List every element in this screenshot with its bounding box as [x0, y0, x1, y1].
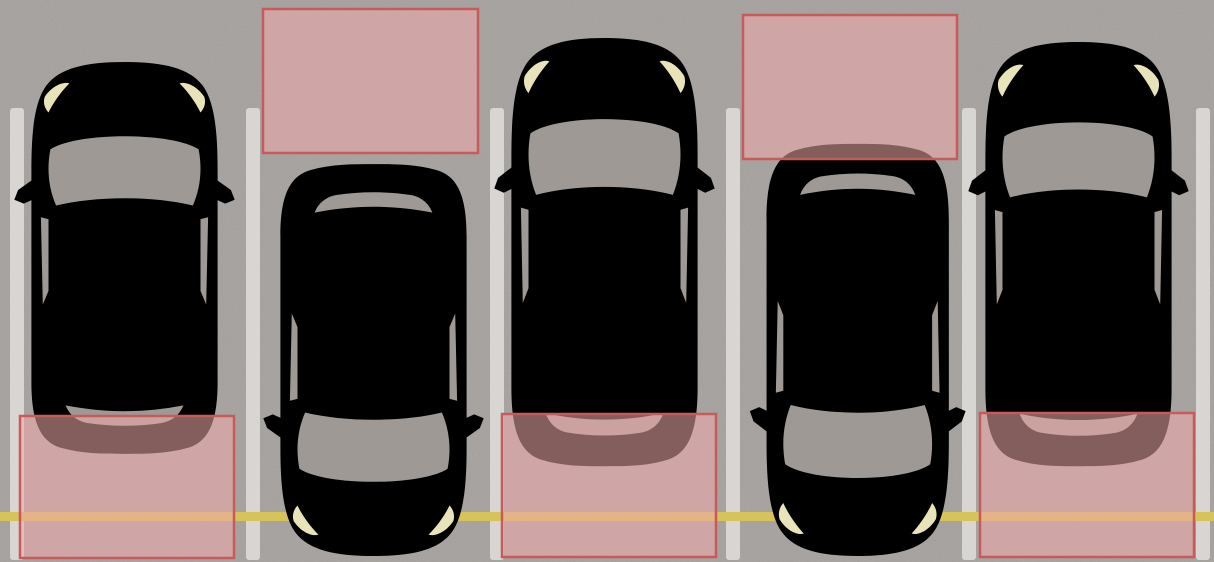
- stall-line: [726, 108, 740, 560]
- car-2: [263, 164, 483, 556]
- highlight-box-rear-car-3: [502, 414, 716, 557]
- car-5: [968, 42, 1188, 466]
- car-4: [750, 144, 966, 556]
- highlight-box-rear-car-5: [980, 413, 1194, 557]
- stall-line: [246, 108, 260, 560]
- car-1: [14, 62, 234, 454]
- stall-line: [962, 108, 976, 560]
- highlight-box-rear-car-2: [263, 9, 478, 153]
- car-3: [494, 38, 714, 466]
- highlight-box-rear-car-1: [20, 416, 234, 558]
- stall-line: [1196, 108, 1210, 560]
- highlight-box-rear-car-4: [743, 15, 957, 159]
